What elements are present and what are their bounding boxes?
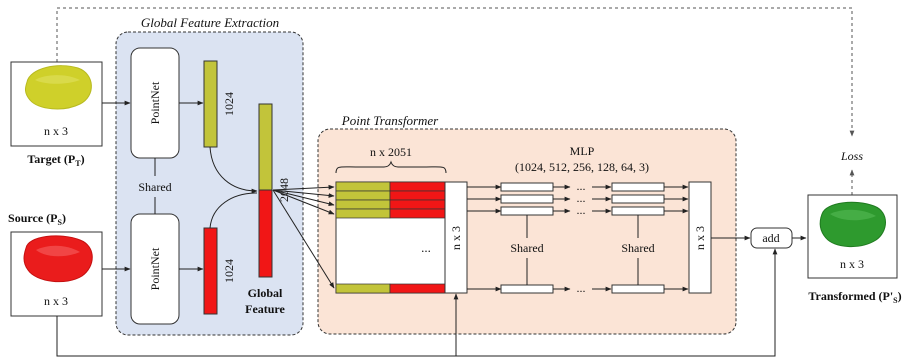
mlp-title: MLP bbox=[570, 144, 595, 158]
loss-label: Loss bbox=[840, 149, 863, 163]
matrix-rows bbox=[335, 181, 446, 294]
pointnet-top-label: PointNet bbox=[148, 81, 162, 124]
source-to-matrix-skip bbox=[56, 293, 459, 357]
mlp-dots-last: ... bbox=[577, 281, 586, 295]
target-label: Target (PT) bbox=[27, 152, 84, 168]
target-to-loss-dashed-connector bbox=[56, 7, 855, 137]
mlp-row-last bbox=[467, 284, 689, 294]
top-feature-merge-curve bbox=[209, 146, 258, 194]
global-feature-extraction-title: Global Feature Extraction bbox=[141, 15, 279, 30]
transformed-dim: n x 3 bbox=[840, 257, 864, 271]
point-transformer-title: Point Transformer bbox=[341, 113, 439, 128]
source-point-cloud bbox=[23, 235, 93, 283]
feature-bar-bottom bbox=[203, 227, 218, 315]
pointnet-shared-label: Shared bbox=[138, 180, 171, 194]
transformed-label: Transformed (P'S) bbox=[808, 289, 901, 305]
matrix-dim-label: n x 2051 bbox=[370, 145, 412, 159]
mlp-row-2 bbox=[467, 194, 689, 204]
global-feature-fanout-arrows bbox=[272, 184, 335, 289]
pointnet-bottom-label: PointNet bbox=[148, 247, 162, 290]
mlp-shared-label-1: Shared bbox=[510, 241, 543, 255]
mlp-row-1 bbox=[467, 182, 689, 192]
mlp-dots-3: ... bbox=[577, 203, 586, 217]
add-label: add bbox=[762, 231, 779, 245]
source-dim: n x 3 bbox=[44, 294, 68, 308]
mlp-sizes: (1024, 512, 256, 128, 64, 3) bbox=[515, 160, 649, 174]
feature-bottom-dim: 1024 bbox=[222, 259, 236, 283]
global-feature-bar-top bbox=[258, 103, 273, 191]
source-to-add-skip bbox=[456, 248, 778, 357]
global-feature-label-line1: Global bbox=[248, 286, 283, 300]
matrix-xyz-column bbox=[444, 181, 468, 294]
global-feature-label-line2: Feature bbox=[245, 302, 285, 316]
matrix-ellipsis: ... bbox=[421, 240, 431, 255]
mlp-dots-2: ... bbox=[577, 191, 586, 205]
source-label: Source (PS) bbox=[8, 211, 66, 227]
target-point-cloud bbox=[24, 65, 92, 110]
mlp-dots-1: ... bbox=[577, 179, 586, 193]
matrix-side-dim: n x 3 bbox=[449, 226, 463, 250]
mlp-output-dim: n x 3 bbox=[693, 226, 707, 250]
transformed-point-cloud bbox=[819, 201, 886, 247]
global-feature-bar-bottom bbox=[258, 189, 273, 278]
target-dim: n x 3 bbox=[44, 124, 68, 138]
feature-bar-top bbox=[203, 60, 218, 148]
feature-top-dim: 1024 bbox=[222, 92, 236, 116]
mlp-shared-label-2: Shared bbox=[621, 241, 654, 255]
bottom-feature-merge-curve bbox=[209, 192, 258, 229]
matrix-width-brace bbox=[335, 160, 447, 174]
